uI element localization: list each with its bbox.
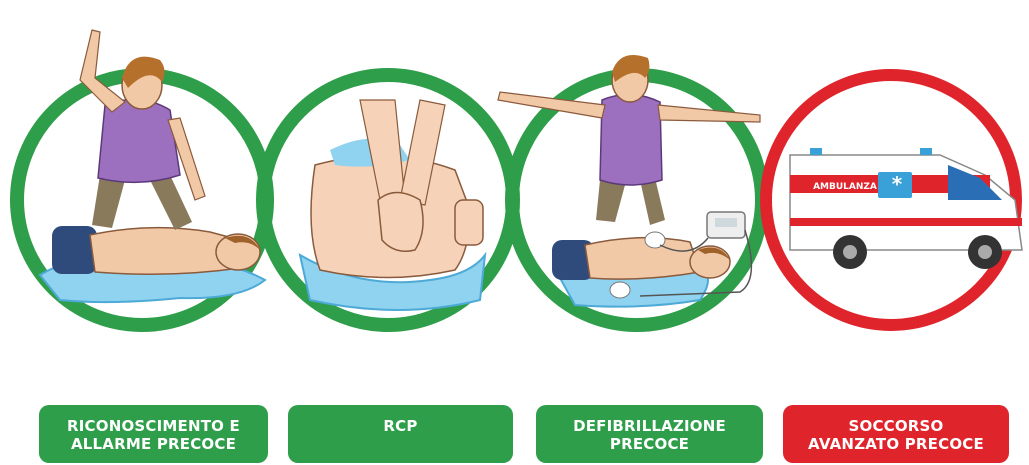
label-recognition-line2: ALLARME PRECOCE	[71, 435, 236, 453]
label-advanced-care: SOCCORSO AVANZATO PRECOCE	[783, 405, 1009, 463]
label-advanced-care-line1: SOCCORSO	[848, 417, 943, 435]
recognition-scene	[40, 30, 265, 302]
label-cpr: RCP	[288, 405, 513, 463]
ambulance-text: AMBULANZA	[813, 182, 877, 192]
cpr-scene	[300, 100, 485, 310]
svg-text:*: *	[892, 172, 903, 196]
label-defibrillation-line2: PRECOCE	[610, 435, 689, 453]
ambulance-scene: * AMBULANZA	[790, 148, 1022, 269]
label-defibrillation-line1: DEFIBRILLAZIONE	[573, 417, 726, 435]
label-recognition-line1: RICONOSCIMENTO E	[67, 417, 240, 435]
label-defibrillation: DEFIBRILLAZIONE PRECOCE	[536, 405, 763, 463]
label-advanced-care-line2: AVANZATO PRECOCE	[808, 435, 984, 453]
label-cpr-line1: RCP	[383, 417, 417, 435]
label-recognition: RICONOSCIMENTO E ALLARME PRECOCE	[39, 405, 268, 463]
